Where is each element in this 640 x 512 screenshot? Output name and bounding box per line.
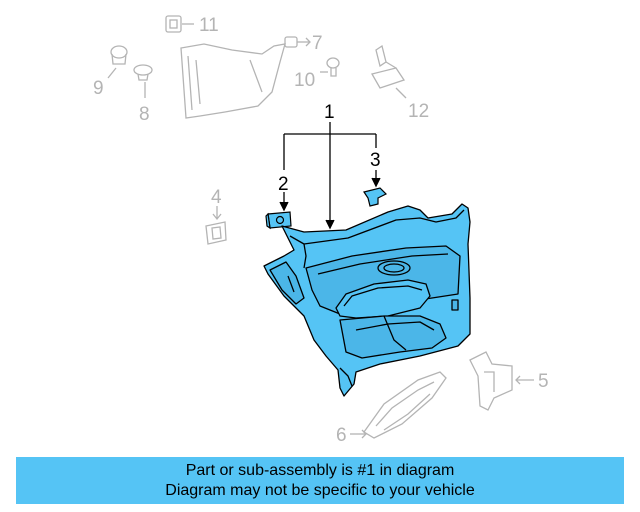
caption-line-2: Diagram may not be specific to your vehi…: [165, 482, 475, 499]
callout-6: 6: [336, 425, 347, 446]
part-8-pushpin: [133, 64, 153, 98]
callout-9: 9: [93, 78, 104, 99]
callout-1: 1: [324, 102, 335, 123]
part-12-bracket: [371, 44, 407, 99]
part-10-screw: [320, 57, 340, 77]
callout-12: 12: [408, 101, 429, 122]
callout-11: 11: [199, 15, 219, 36]
leader-lines: [279, 122, 381, 230]
part-2-clip: [265, 211, 292, 230]
part-4-cover: [205, 206, 227, 245]
callout-5: 5: [538, 371, 549, 392]
callout-10: 10: [294, 70, 315, 91]
callout-8: 8: [139, 104, 150, 125]
part-3-clip: [363, 187, 388, 207]
caption-line-1: Part or sub-assembly is #1 in diagram: [185, 462, 455, 479]
part-quarter-upper-trim: [180, 43, 286, 119]
part-5-support: [469, 351, 534, 411]
part-6-lamp-cover: [350, 371, 447, 439]
callout-7: 7: [312, 33, 323, 54]
part-1-quarter-trim-panel: [263, 203, 471, 397]
callout-2: 2: [278, 174, 289, 195]
callout-4: 4: [211, 187, 222, 208]
diagram-caption: Part or sub-assembly is #1 in diagram Di…: [16, 457, 624, 504]
part-11-clip: [165, 15, 194, 33]
part-9-plug: [107, 45, 128, 79]
callout-3: 3: [370, 150, 381, 171]
part-7-fastener: [284, 36, 311, 48]
